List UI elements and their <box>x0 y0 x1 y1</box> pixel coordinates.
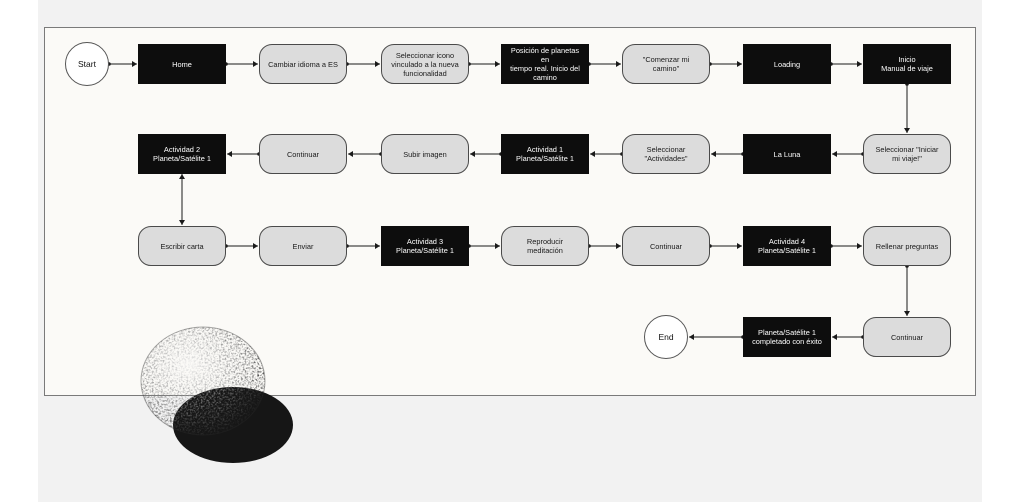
edge-subir-imagen-to-continuar-1 <box>348 151 383 157</box>
edge-loading-to-inicio-manual <box>829 61 862 67</box>
node-enviar: Enviar <box>259 226 347 266</box>
node-rellenar-preguntas: Rellenar preguntas <box>863 226 951 266</box>
node-la-luna: La Luna <box>743 134 831 174</box>
node-home: Home <box>138 44 226 84</box>
textured-rock-image <box>140 326 293 463</box>
edge-inicio-manual-to-iniciar-viaje <box>904 82 910 133</box>
edge-continuar-2-to-actividad-4 <box>708 243 742 249</box>
node-actividad-2: Actividad 2 Planeta/Satélite 1 <box>138 134 226 174</box>
node-comenzar-camino: "Comenzar mi camino" <box>622 44 710 84</box>
node-inicio-manual: Inicio Manual de viaje <box>863 44 951 84</box>
node-loading: Loading <box>743 44 831 84</box>
node-posicion-planetas: Posición de planetas en tiempo real. Ini… <box>501 44 589 84</box>
edge-escribir-carta-to-enviar <box>224 243 258 249</box>
node-escribir-carta: Escribir carta <box>138 226 226 266</box>
node-continuar-3: Continuar <box>863 317 951 357</box>
node-continuar-2: Continuar <box>622 226 710 266</box>
node-seleccionar-icono: Seleccionar icono vinculado a la nueva f… <box>381 44 469 84</box>
edge-seleccionar-actividades-to-actividad-1 <box>590 151 624 157</box>
edge-home-to-cambiar-idioma <box>224 61 258 67</box>
edge-rellenar-preguntas-to-continuar-3 <box>904 264 910 316</box>
edge-la-luna-to-seleccionar-actividades <box>711 151 745 157</box>
node-iniciar-viaje: Seleccionar "Iniciar mi viaje!" <box>863 134 951 174</box>
node-completado: Planeta/Satélite 1 completado con éxito <box>743 317 831 357</box>
node-actividad-3: Actividad 3 Planeta/Satélite 1 <box>381 226 469 266</box>
edge-posicion-planetas-to-comenzar-camino <box>587 61 621 67</box>
rock-body <box>141 327 265 435</box>
edge-actividad-2-to-escribir-carta <box>179 174 185 225</box>
node-reproducir-meditacion: Reproducir meditación <box>501 226 589 266</box>
node-start: Start <box>65 42 109 86</box>
edge-iniciar-viaje-to-la-luna <box>832 151 865 157</box>
edge-comenzar-camino-to-loading <box>708 61 742 67</box>
node-seleccionar-actividades: Seleccionar "Actividades" <box>622 134 710 174</box>
edge-actividad-3-to-reproducir-meditacion <box>467 243 500 249</box>
node-end: End <box>644 315 688 359</box>
edge-continuar-3-to-completado <box>832 334 865 340</box>
edge-reproducir-meditacion-to-continuar-2 <box>587 243 621 249</box>
edge-completado-to-end <box>689 334 745 340</box>
edge-cambiar-idioma-to-seleccionar-icono <box>345 61 380 67</box>
node-cambiar-idioma: Cambiar idioma a ES <box>259 44 347 84</box>
edge-seleccionar-icono-to-posicion-planetas <box>467 61 500 67</box>
node-actividad-1: Actividad 1 Planeta/Satélite 1 <box>501 134 589 174</box>
edge-continuar-1-to-actividad-2 <box>227 151 261 157</box>
node-subir-imagen: Subir imagen <box>381 134 469 174</box>
node-actividad-4: Actividad 4 Planeta/Satélite 1 <box>743 226 831 266</box>
edge-actividad-1-to-subir-imagen <box>470 151 503 157</box>
edge-actividad-4-to-rellenar-preguntas <box>829 243 862 249</box>
edge-start-to-home <box>107 61 137 67</box>
node-continuar-1: Continuar <box>259 134 347 174</box>
edge-enviar-to-actividad-3 <box>345 243 380 249</box>
